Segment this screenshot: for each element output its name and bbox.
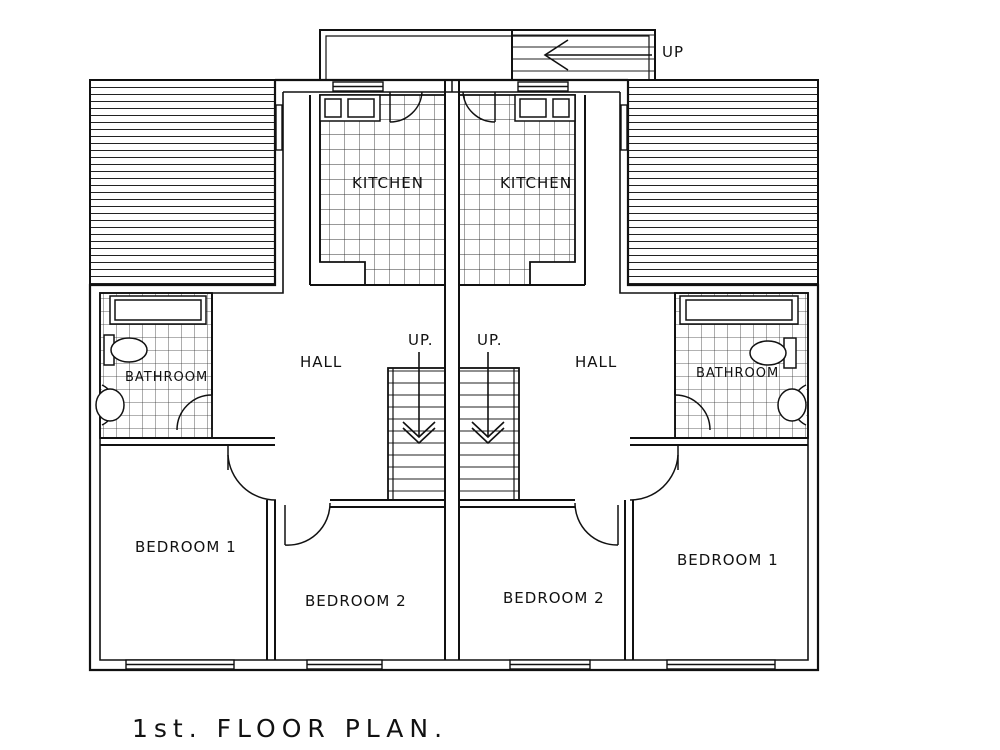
- toilet-left-icon: [103, 334, 148, 366]
- toilet-right-icon: [749, 337, 797, 369]
- kitchen-right-door-icon: [462, 91, 496, 123]
- windows: [125, 81, 776, 670]
- plan-title: 1st. FLOOR PLAN.: [132, 714, 448, 743]
- basin-right-icon: [777, 384, 807, 426]
- label-bathroom-right: BATHROOM: [696, 366, 779, 381]
- stair-left-down-arrow-icon: [402, 352, 436, 445]
- label-bedroom1-right: BEDROOM 1: [677, 551, 779, 569]
- label-hall-right: HALL: [575, 353, 617, 371]
- bathtub-left-icon: [109, 295, 207, 325]
- kitchen-right-counter: [514, 94, 576, 122]
- bedroom1-left-door-icon: [227, 445, 277, 501]
- label-kitchen-right: KITCHEN: [500, 174, 572, 192]
- bedroom2-left-door-icon: [284, 502, 331, 546]
- up-arrow-top-icon: [543, 39, 652, 71]
- kitchen-walls: [309, 95, 586, 286]
- balcony-right: [627, 79, 819, 286]
- bathtub-right-icon: [679, 295, 799, 325]
- bedroom2-right-door-icon: [574, 502, 619, 546]
- label-up-right: UP.: [477, 331, 502, 349]
- kitchen-left-door-icon: [389, 91, 423, 123]
- label-bedroom2-left: BEDROOM 2: [305, 592, 407, 610]
- label-up-top: UP: [662, 43, 684, 61]
- bedroom1-right-door-icon: [629, 445, 679, 501]
- label-bedroom2-right: BEDROOM 2: [503, 589, 605, 607]
- basin-left-icon: [95, 384, 125, 426]
- label-bedroom1-left: BEDROOM 1: [135, 538, 237, 556]
- party-wall: [444, 80, 460, 660]
- label-bathroom-left: BATHROOM: [125, 370, 208, 385]
- label-kitchen-left: KITCHEN: [352, 174, 424, 192]
- staircase-right: [458, 367, 520, 501]
- kitchen-left-counter: [319, 94, 381, 122]
- bathroom-left-door-icon: [176, 394, 213, 431]
- label-hall-left: HALL: [300, 353, 342, 371]
- bedroom-walls: [100, 444, 634, 660]
- label-up-left: UP.: [408, 331, 433, 349]
- bathroom-right-door-icon: [674, 394, 711, 431]
- balcony-left: [89, 79, 276, 286]
- stair-right-down-arrow-icon: [471, 352, 505, 445]
